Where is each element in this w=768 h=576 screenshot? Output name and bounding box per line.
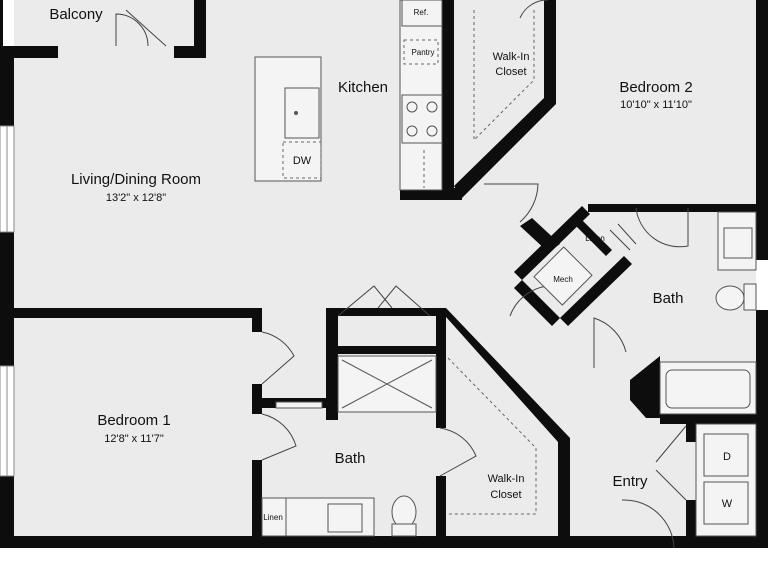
linen-hall-label: Linen	[585, 234, 605, 243]
walkin-closet2-line1: Walk-In	[488, 473, 525, 485]
walls	[0, 0, 768, 548]
living-dining-label: Living/Dining Room	[71, 171, 201, 188]
floor-area	[14, 0, 756, 538]
bedroom2-label: Bedroom 2	[619, 79, 692, 96]
walkin-closet2-line2: Closet	[490, 489, 521, 501]
bath2-label: Bath	[653, 290, 684, 307]
doors	[115, 0, 689, 549]
dryer-label: D	[723, 451, 731, 463]
bedroom1-label: Bedroom 1	[97, 412, 170, 429]
mech-label: Mech	[553, 275, 573, 284]
washer	[703, 481, 749, 525]
laundry	[695, 423, 757, 537]
kitchen-fixtures	[254, 0, 443, 191]
refrigerator-label: Ref.	[414, 8, 429, 17]
closet-outlines	[447, 10, 537, 515]
mech-closet	[533, 246, 593, 306]
bedroom2-dims: 10'10" x 11'10"	[620, 99, 692, 111]
bath1-towel-bar	[275, 401, 323, 409]
washer-label: W	[722, 498, 733, 510]
range-stove	[401, 94, 443, 144]
bath1-toilet	[391, 495, 417, 529]
linen-bath-label: Linen	[263, 513, 283, 522]
kitchen-label: Kitchen	[338, 79, 388, 96]
bath1-vanity	[261, 497, 375, 537]
bathtub	[659, 361, 757, 415]
entry-label: Entry	[612, 473, 648, 490]
bath2-fixtures	[659, 211, 757, 415]
living-dining-dims: 13'2" x 12'8"	[106, 192, 166, 204]
walkin-closet1-line2: Closet	[495, 66, 526, 78]
bath1-label: Bath	[335, 450, 366, 467]
bedroom1-dims: 12'8" x 11'7"	[104, 433, 164, 445]
pantry-label: Pantry	[411, 48, 434, 57]
dishwasher-label: DW	[293, 155, 312, 167]
hall-closets	[533, 246, 593, 306]
windows	[0, 125, 15, 477]
bath2-toilet	[715, 285, 745, 311]
kitchen-island	[254, 56, 322, 182]
walkin-closet1-line1: Walk-In	[493, 51, 530, 63]
balcony-label: Balcony	[49, 6, 103, 23]
bath1-fixtures	[261, 355, 437, 537]
refrigerator	[401, 0, 443, 27]
pantry	[403, 39, 439, 65]
dryer	[703, 433, 749, 477]
